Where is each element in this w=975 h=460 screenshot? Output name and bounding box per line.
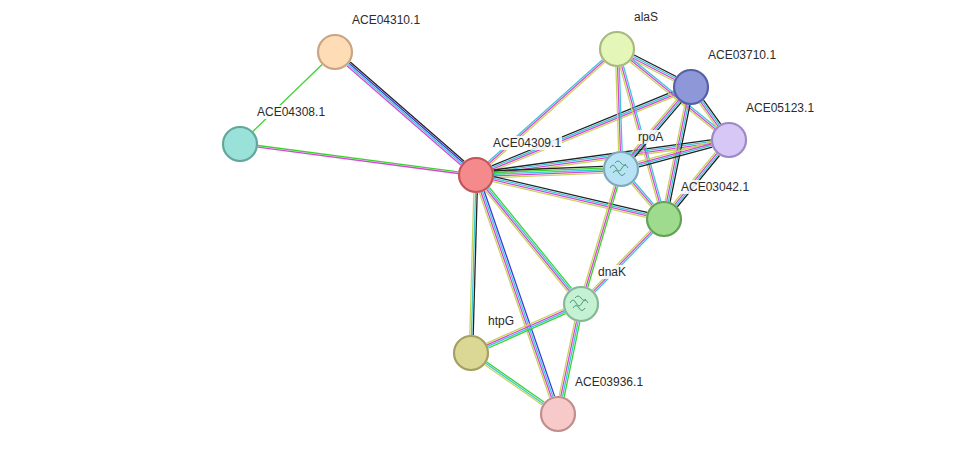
evidence-line: [634, 182, 654, 205]
node-label: ACE04310.1: [351, 13, 421, 27]
protein-node: ACE03042.1: [646, 201, 682, 237]
evidence-line: [592, 231, 650, 290]
node-circle: [599, 31, 635, 67]
protein-node: ACE04310.1: [317, 34, 353, 70]
node-circle: [646, 201, 682, 237]
node-circle: [317, 34, 353, 70]
node-circle: [222, 126, 258, 162]
evidence-line: [347, 66, 461, 165]
evidence-line: [632, 100, 679, 155]
interaction-edge: [258, 146, 459, 174]
interaction-edge: [488, 60, 604, 165]
node-circle: [603, 151, 639, 187]
evidence-line: [633, 101, 680, 156]
evidence-line: [594, 232, 652, 291]
interaction-edge: [699, 100, 720, 127]
evidence-line: [616, 67, 619, 151]
evidence-line: [631, 99, 678, 154]
node-circle: [711, 122, 747, 158]
protein-node: ACE03710.1: [673, 69, 709, 105]
protein-node: rpoA: [603, 151, 639, 187]
interaction-edge: [470, 193, 477, 335]
evidence-line: [494, 173, 603, 178]
node-label: ACE04309.1: [492, 136, 562, 150]
interaction-edge: [616, 67, 622, 151]
evidence-line: [638, 142, 711, 162]
evidence-line: [491, 62, 605, 164]
interaction-edge: [494, 166, 603, 177]
node-label: ACE05123.1: [745, 101, 815, 115]
protein-node: htpG: [453, 335, 489, 371]
evidence-line: [258, 147, 458, 173]
interaction-edge: [631, 99, 682, 157]
evidence-line: [253, 65, 322, 132]
evidence-line: [633, 183, 653, 206]
protein-node: ACE05123.1: [711, 122, 747, 158]
node-label: ACE03042.1: [680, 180, 750, 194]
node-circle: [540, 396, 576, 432]
node-circle: [563, 286, 599, 322]
interaction-edge: [485, 187, 571, 291]
evidence-line: [673, 152, 715, 203]
node-label: ACE04308.1: [256, 105, 326, 119]
evidence-line: [488, 60, 602, 162]
evidence-line: [484, 191, 554, 396]
evidence-line: [639, 147, 712, 167]
evidence-line: [635, 102, 682, 157]
node-label: htpG: [487, 314, 515, 328]
interaction-edge: [486, 309, 565, 348]
node-circle: [673, 69, 709, 105]
evidence-line: [638, 144, 711, 164]
evidence-line: [699, 103, 716, 127]
interaction-edge: [253, 65, 322, 132]
evidence-line: [485, 365, 543, 405]
interaction-edge: [638, 142, 713, 167]
evidence-line: [348, 64, 462, 163]
evidence-line: [639, 145, 712, 165]
evidence-line: [470, 193, 474, 335]
evidence-line: [486, 363, 544, 403]
protein-node: ACE04309.1: [458, 157, 494, 193]
protein-node: alaS: [599, 31, 635, 67]
node-label: dnaK: [597, 265, 627, 279]
interaction-edge: [347, 62, 464, 165]
protein-node: dnaK: [563, 286, 599, 322]
evidence-line: [675, 153, 717, 204]
evidence-line: [258, 146, 458, 172]
node-label: alaS: [633, 10, 659, 24]
evidence-line: [631, 184, 651, 207]
evidence-line: [349, 63, 463, 162]
node-circle: [453, 335, 489, 371]
evidence-line: [702, 101, 719, 125]
evidence-line: [701, 102, 718, 126]
node-label: ACE03936.1: [574, 375, 644, 389]
protein-node: ACE04308.1: [222, 126, 258, 162]
interaction-edge: [592, 231, 652, 293]
evidence-line: [632, 59, 716, 127]
evidence-line: [631, 60, 715, 128]
evidence-line: [488, 312, 565, 346]
evidence-line: [350, 62, 464, 161]
evidence-line: [489, 187, 571, 288]
evidence-line: [481, 192, 551, 397]
node-label: rpoA: [637, 130, 664, 144]
evidence-line: [486, 309, 563, 343]
node-label: ACE03710.1: [707, 48, 777, 62]
interaction-edge: [631, 182, 653, 207]
protein-node: ACE03936.1: [540, 396, 576, 432]
node-circle: [458, 157, 494, 193]
evidence-line: [487, 311, 564, 345]
evidence-line: [559, 321, 575, 396]
interaction-edge: [630, 59, 716, 130]
evidence-line: [489, 61, 603, 163]
evidence-line: [595, 233, 653, 292]
evidence-line: [630, 62, 714, 130]
evidence-line: [487, 362, 545, 402]
interaction-edge: [485, 362, 544, 405]
